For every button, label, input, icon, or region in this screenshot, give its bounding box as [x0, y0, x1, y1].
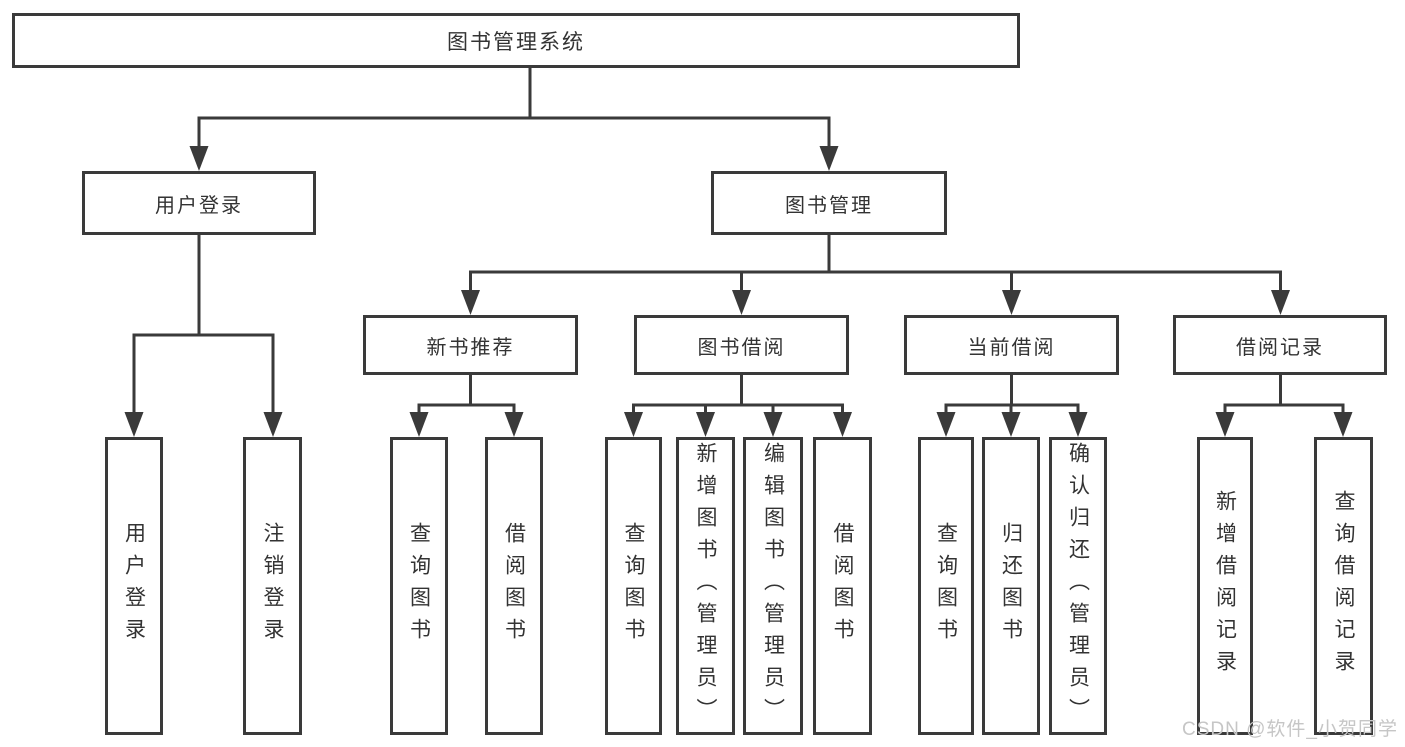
leaf-bb-query-books: 查询图书	[605, 437, 662, 735]
leaf-logout-label: 注销登录	[261, 522, 284, 650]
leaf-bb-add-books-admin: 新增图书（管理员）	[676, 437, 735, 735]
leaf-bb-add-books-admin-label: 新增图书（管理员）	[694, 442, 717, 730]
connector-book-mgmt-children	[461, 235, 1290, 315]
leaf-bb-edit-books-admin-label: 编辑图书（管理员）	[761, 442, 785, 730]
connector-new-book-rec-children	[409, 375, 524, 437]
leaf-bb-borrow-books-label: 借阅图书	[831, 522, 854, 650]
leaf-user-login: 用户登录	[105, 437, 163, 735]
connector-current-borrow-children	[936, 375, 1088, 437]
connector-book-borrow-children	[624, 375, 852, 437]
node-root-label: 图书管理系统	[447, 30, 585, 54]
leaf-bb-borrow-books: 借阅图书	[813, 437, 872, 735]
leaf-nb-query-books: 查询图书	[390, 437, 448, 735]
leaf-br-add-record-label: 新增借阅记录	[1213, 490, 1237, 682]
node-user-login: 用户登录	[82, 171, 316, 235]
leaf-nb-borrow-books-label: 借阅图书	[502, 522, 526, 650]
node-user-login-label: 用户登录	[155, 194, 243, 217]
leaf-user-login-label: 用户登录	[122, 522, 146, 650]
leaf-bb-query-books-label: 查询图书	[622, 522, 645, 650]
leaf-cb-confirm-return-admin-label: 确认归还（管理员）	[1066, 442, 1090, 730]
node-book-borrow-label: 图书借阅	[697, 336, 786, 359]
leaf-cb-return-books: 归还图书	[982, 437, 1040, 735]
node-book-borrow: 图书借阅	[634, 315, 849, 375]
node-new-book-rec-label: 新书推荐	[426, 336, 515, 359]
leaf-nb-query-books-label: 查询图书	[407, 522, 431, 650]
leaf-bb-edit-books-admin: 编辑图书（管理员）	[743, 437, 803, 735]
leaf-br-query-record: 查询借阅记录	[1314, 437, 1373, 735]
node-borrow-records-label: 借阅记录	[1236, 336, 1324, 359]
leaf-nb-borrow-books: 借阅图书	[485, 437, 543, 735]
connector-user-login-children	[124, 235, 283, 437]
leaf-cb-query-books: 查询图书	[918, 437, 974, 735]
leaf-cb-confirm-return-admin: 确认归还（管理员）	[1049, 437, 1107, 735]
leaf-br-query-record-label: 查询借阅记录	[1332, 490, 1355, 682]
leaf-br-add-record: 新增借阅记录	[1197, 437, 1253, 735]
node-new-book-rec: 新书推荐	[363, 315, 578, 375]
csdn-watermark: CSDN @软件_小贺同学	[1182, 719, 1398, 740]
node-current-borrow: 当前借阅	[904, 315, 1119, 375]
node-root: 图书管理系统	[12, 13, 1020, 68]
leaf-cb-query-books-label: 查询图书	[934, 522, 958, 650]
node-book-mgmt: 图书管理	[711, 171, 947, 235]
node-book-mgmt-label: 图书管理	[785, 194, 873, 217]
leaf-cb-return-books-label: 归还图书	[999, 522, 1023, 650]
leaf-logout: 注销登录	[243, 437, 302, 735]
node-current-borrow-label: 当前借阅	[967, 336, 1056, 359]
connector-root-to-level2	[189, 68, 839, 171]
connector-borrow-records-children	[1215, 375, 1353, 437]
node-borrow-records: 借阅记录	[1173, 315, 1387, 375]
